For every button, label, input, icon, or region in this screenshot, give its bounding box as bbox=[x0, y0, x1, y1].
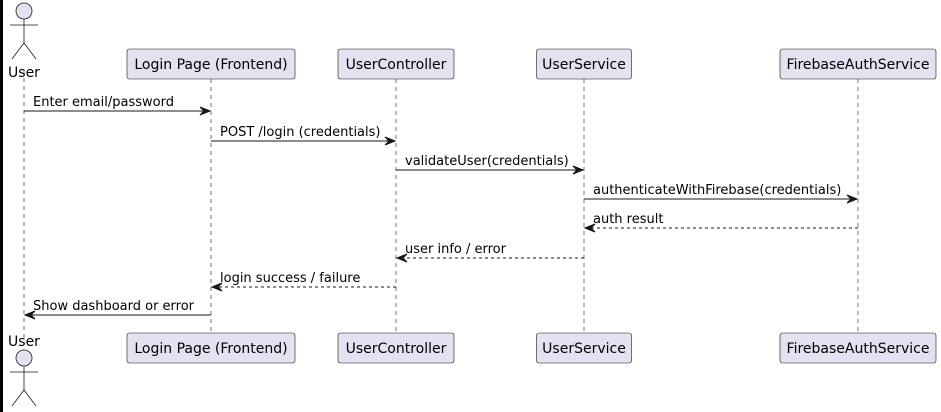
participant-box-2-top: UserController bbox=[337, 48, 455, 80]
participant-box-3-top: UserService bbox=[536, 48, 632, 80]
actor-leg-left bbox=[11, 389, 25, 407]
participant-box-1-top: Login Page (Frontend) bbox=[126, 48, 296, 80]
participant-rect bbox=[337, 48, 455, 80]
participant-box-3-bottom: UserService bbox=[536, 332, 632, 364]
message-7: login success / failure bbox=[210, 271, 396, 292]
message-label: Enter email/password bbox=[33, 95, 174, 110]
participant-rect bbox=[126, 332, 296, 364]
arrow-head-icon bbox=[395, 253, 408, 263]
message-6: user info / error bbox=[395, 242, 584, 263]
arrow-head-icon bbox=[572, 165, 585, 175]
message-5: auth result bbox=[583, 212, 858, 233]
actor-leg-right bbox=[23, 389, 37, 407]
actor-leg-left bbox=[11, 42, 25, 60]
message-3: validateUser(credentials) bbox=[396, 154, 585, 175]
participant-label: Login Page (Frontend) bbox=[134, 341, 287, 357]
participant-box-2-bottom: UserController bbox=[337, 332, 455, 364]
message-8: Show dashboard or error bbox=[23, 299, 211, 320]
arrow-head-icon bbox=[583, 223, 596, 233]
participant-label: UserController bbox=[346, 57, 447, 73]
participant-rect bbox=[779, 48, 937, 80]
participant-label: FirebaseAuthService bbox=[787, 57, 930, 73]
left-border bbox=[0, 0, 3, 412]
arrow-head-icon bbox=[384, 136, 397, 146]
participant-rect bbox=[536, 332, 632, 364]
actor-head bbox=[15, 349, 33, 367]
message-label: auth result bbox=[593, 212, 663, 227]
actor-leg-right bbox=[23, 42, 37, 60]
participant-label: FirebaseAuthService bbox=[787, 341, 930, 357]
participant-rect bbox=[536, 48, 632, 80]
participant-label: UserService bbox=[542, 341, 626, 357]
actor-label-top: User bbox=[8, 65, 40, 81]
message-label: validateUser(credentials) bbox=[405, 154, 569, 169]
actor-head bbox=[15, 2, 33, 20]
message-label: authenticateWithFirebase(credentials) bbox=[593, 183, 841, 198]
participant-rect bbox=[126, 48, 296, 80]
message-label: Show dashboard or error bbox=[33, 299, 195, 314]
actor-icon-top bbox=[10, 2, 38, 60]
message-4: authenticateWithFirebase(credentials) bbox=[584, 183, 859, 204]
participant-box-4-top: FirebaseAuthService bbox=[779, 48, 937, 80]
message-1: Enter email/password bbox=[24, 95, 212, 116]
participant-label: UserService bbox=[542, 57, 626, 73]
participant-label: Login Page (Frontend) bbox=[134, 57, 287, 73]
arrow-head-icon bbox=[846, 194, 859, 204]
participant-label: UserController bbox=[346, 341, 447, 357]
participant-box-1-bottom: Login Page (Frontend) bbox=[126, 332, 296, 364]
message-label: user info / error bbox=[405, 242, 507, 257]
actor-label-bottom: User bbox=[8, 334, 40, 350]
actor-icon-bottom bbox=[10, 349, 38, 407]
arrow-head-icon bbox=[23, 310, 36, 320]
message-label: login success / failure bbox=[220, 271, 360, 286]
participant-box-4-bottom: FirebaseAuthService bbox=[779, 332, 937, 364]
arrow-head-icon bbox=[210, 282, 223, 292]
participant-rect bbox=[779, 332, 937, 364]
message-2: POST /login (credentials) bbox=[211, 125, 397, 146]
message-label: POST /login (credentials) bbox=[220, 125, 380, 140]
arrow-head-icon bbox=[199, 106, 212, 116]
participant-rect bbox=[337, 332, 455, 364]
